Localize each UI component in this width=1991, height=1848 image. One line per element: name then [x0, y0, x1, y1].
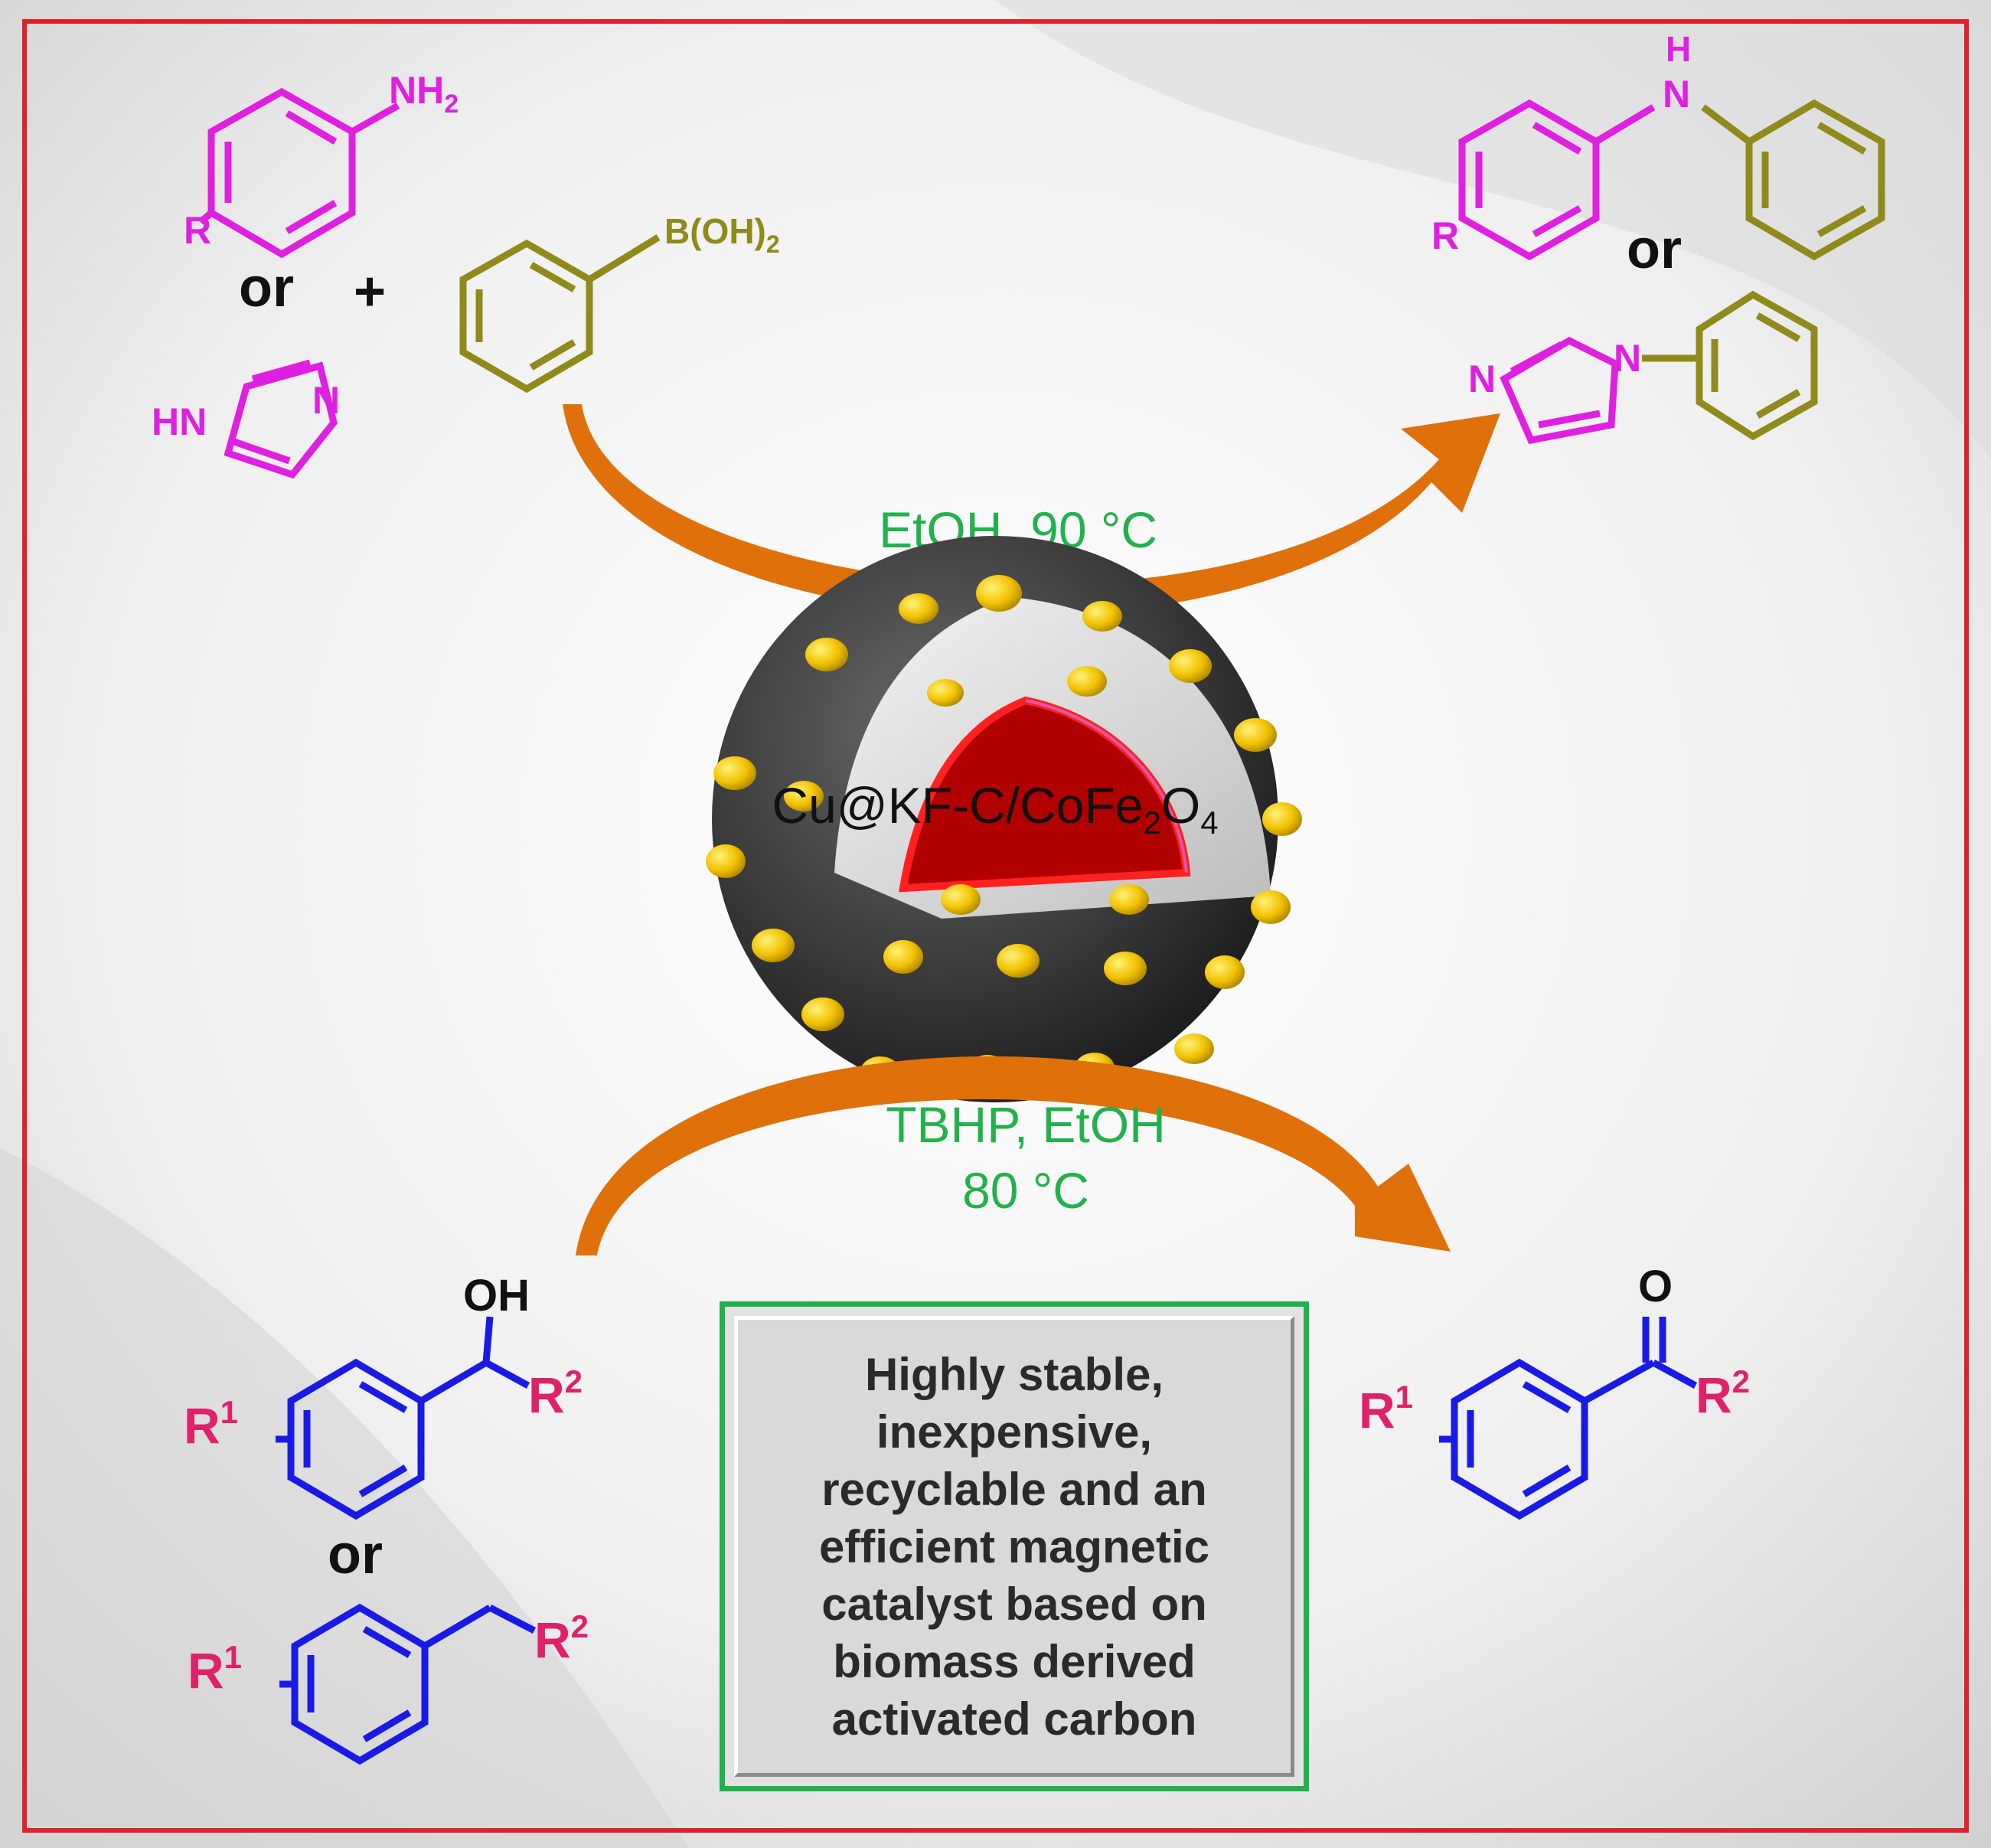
background-swirl	[995, 0, 1991, 459]
callout-line: efficient magnetic	[818, 1520, 1210, 1572]
alcohol-oh-label: OH	[463, 1271, 530, 1321]
imidazole-hn-label: HN	[152, 400, 207, 443]
alcohol-r1-label: R1	[184, 1394, 238, 1454]
callout-line: inexpensive,	[876, 1406, 1153, 1458]
callout-line: catalyst based on	[821, 1578, 1207, 1630]
bottom-condition-line1: TBHP, EtOH	[886, 1096, 1166, 1153]
diarylamine-h-label: H	[1666, 29, 1691, 69]
phenylimidazole-n3-label: N	[1468, 358, 1496, 400]
imidazole-n-label: N	[312, 379, 340, 422]
aniline-r-label: R	[184, 209, 211, 252]
ketone-r1-label: R1	[1359, 1379, 1413, 1438]
callout-line: activated carbon	[831, 1693, 1197, 1745]
phenylimidazole-structure	[1500, 290, 1818, 445]
bottom-condition-line2: 80 °C	[962, 1162, 1089, 1219]
plus-sign: +	[354, 261, 386, 322]
callout-line: biomass derived	[833, 1635, 1196, 1687]
alkylarene-r1-label: R1	[188, 1639, 242, 1699]
outer-border	[22, 19, 1969, 1833]
ketone-structure	[1439, 1317, 1698, 1520]
imidazole-structure	[224, 359, 338, 479]
boronic-acid-structure	[459, 234, 661, 393]
alcohol-r2-label: R2	[528, 1363, 583, 1423]
features-callout: Highly stable, inexpensive, recyclable a…	[720, 1301, 1309, 1791]
callout-line: recyclable and an	[821, 1463, 1207, 1515]
top-reaction-arrow	[563, 404, 1500, 616]
diarylamine-structure	[1458, 99, 1885, 261]
or-left-label: or	[239, 257, 294, 318]
diarylamine-r-label: R	[1431, 214, 1459, 257]
ketone-o-label: O	[1638, 1262, 1673, 1311]
background-swirl	[0, 1148, 689, 1848]
or-right-label: or	[1627, 219, 1682, 280]
diarylamine-n-label: N	[1663, 73, 1690, 116]
aniline-structure	[198, 87, 400, 259]
features-callout-panel: Highly stable, inexpensive, recyclable a…	[734, 1316, 1294, 1777]
callout-line: Highly stable,	[864, 1348, 1164, 1400]
catalyst-label: Cu@KF-C/CoFe2O4	[772, 777, 1218, 841]
secondary-alcohol-structure	[276, 1316, 530, 1520]
phenylimidazole-n1-label: N	[1614, 337, 1641, 380]
aniline-amine-label: NH2	[389, 69, 459, 119]
or-bottom-label: or	[328, 1524, 383, 1585]
ketone-r2-label: R2	[1696, 1363, 1750, 1423]
boronic-acid-label: B(OH)2	[664, 211, 780, 258]
alkylarene-structure	[279, 1603, 537, 1765]
bottom-reaction-arrow	[576, 1056, 1451, 1255]
alkylarene-r2-label: R2	[534, 1608, 589, 1668]
